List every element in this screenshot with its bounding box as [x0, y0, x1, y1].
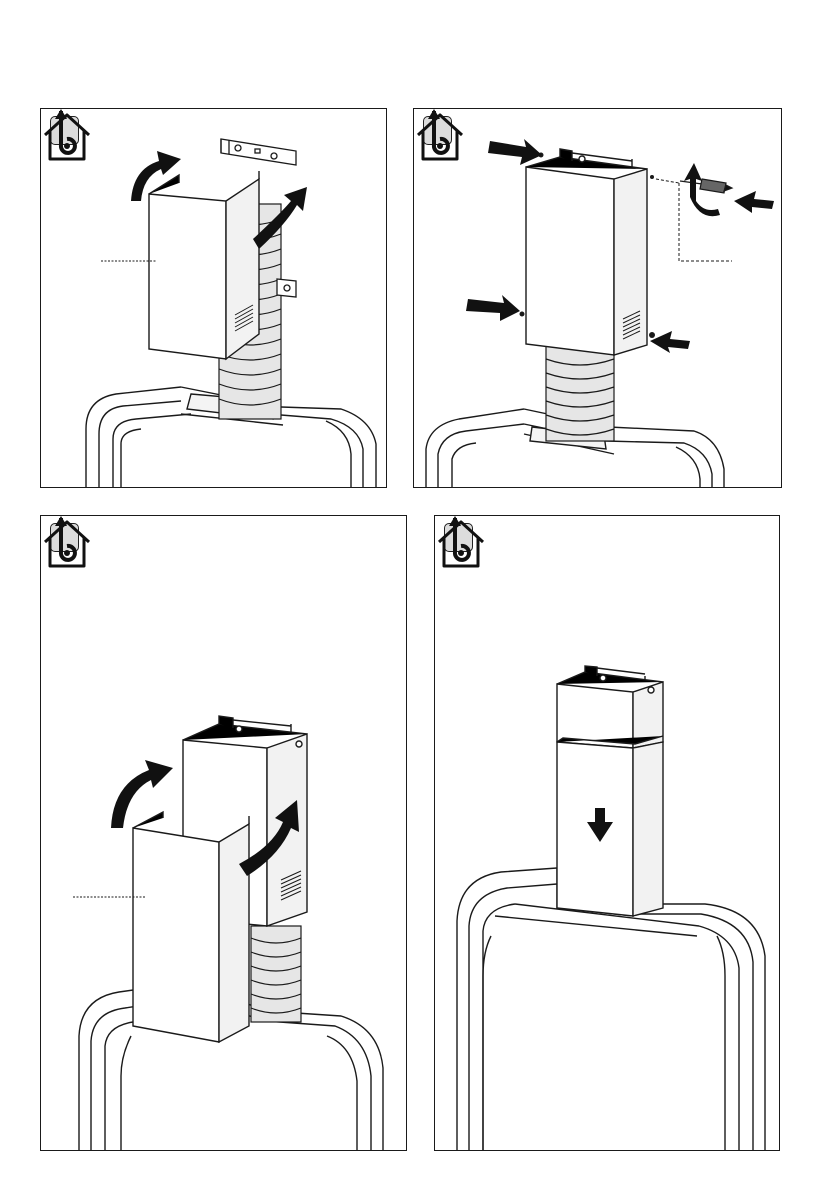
- step-panel-2: [413, 108, 782, 488]
- screw-leader: [656, 179, 679, 183]
- flexible-duct: [251, 926, 301, 1022]
- chimney-cover: [526, 149, 647, 355]
- lower-chimney-cover: [133, 812, 249, 1042]
- mounting-bracket-top: [221, 139, 296, 165]
- step-panel-4: [434, 515, 780, 1151]
- upper-chimney: [557, 666, 663, 748]
- step-panel-1: [40, 108, 387, 488]
- illustration-fix-screws: [414, 109, 782, 488]
- flexible-duct: [546, 345, 614, 441]
- mounting-bracket-side: [277, 279, 296, 297]
- label-leader: [679, 183, 732, 261]
- screwdriver-icon: [680, 179, 732, 193]
- chimney-cover: [149, 171, 259, 359]
- illustration-remove-lower-chimney: [41, 109, 387, 488]
- step-panel-3: [40, 515, 407, 1151]
- illustration-lower-cover-down: [435, 516, 780, 1151]
- illustration-fit-lower-chimney: [41, 516, 407, 1151]
